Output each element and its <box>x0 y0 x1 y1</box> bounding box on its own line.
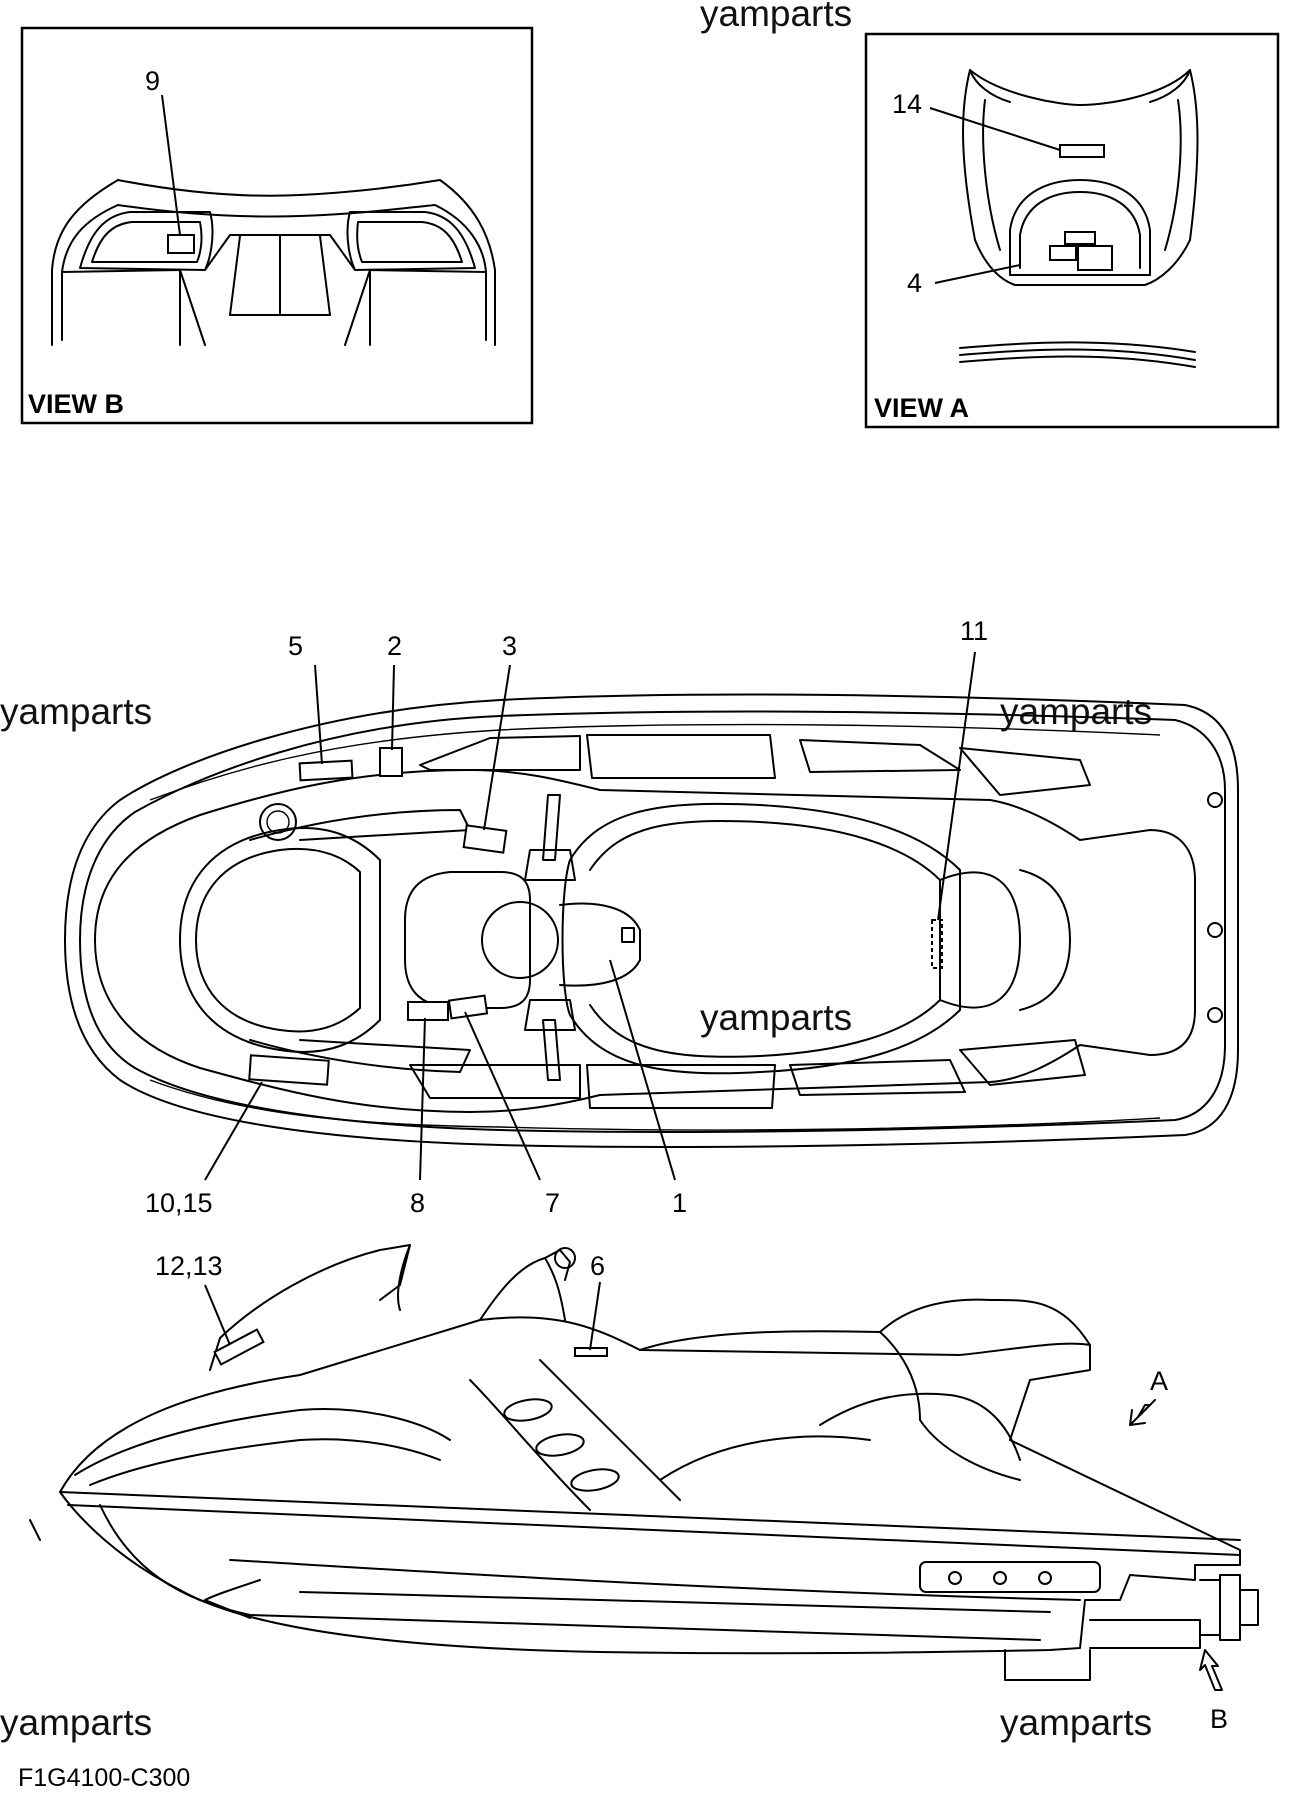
callout-11: 11 <box>960 616 988 646</box>
view-b-panel: 9 VIEW B <box>20 26 534 425</box>
callout-5: 5 <box>288 631 303 661</box>
watermark: yamparts <box>0 691 152 732</box>
callout-2: 2 <box>387 631 402 661</box>
callout-9: 9 <box>145 66 160 96</box>
callout-6: 6 <box>590 1251 605 1281</box>
callout-8: 8 <box>410 1188 425 1218</box>
callout-14: 14 <box>892 89 922 119</box>
view-a-panel: 14 4 VIEW A <box>864 32 1280 429</box>
watermark: yamparts <box>0 1702 152 1743</box>
callout-10-15: 10,15 <box>145 1188 213 1218</box>
side-view-drawing: 12,13 6 A B <box>29 1244 1259 1734</box>
top-view-drawing: 5 2 3 11 10,15 8 7 1 <box>64 616 1239 1218</box>
watermark: yamparts <box>1000 1702 1152 1743</box>
callout-3: 3 <box>502 631 517 661</box>
callout-4: 4 <box>907 268 922 298</box>
arrow-a-label: A <box>1150 1366 1168 1396</box>
watermark: yamparts <box>700 997 852 1038</box>
callout-1: 1 <box>672 1188 687 1218</box>
view-b-label: VIEW B <box>28 389 124 419</box>
view-a-label: VIEW A <box>874 393 969 423</box>
watermark: yamparts <box>700 0 852 34</box>
watermark: yamparts <box>1000 691 1152 732</box>
arrow-b-label: B <box>1210 1704 1228 1734</box>
figure-code: F1G4100-C300 <box>18 1764 190 1792</box>
callout-12-13: 12,13 <box>155 1251 223 1281</box>
callout-7: 7 <box>545 1188 560 1218</box>
